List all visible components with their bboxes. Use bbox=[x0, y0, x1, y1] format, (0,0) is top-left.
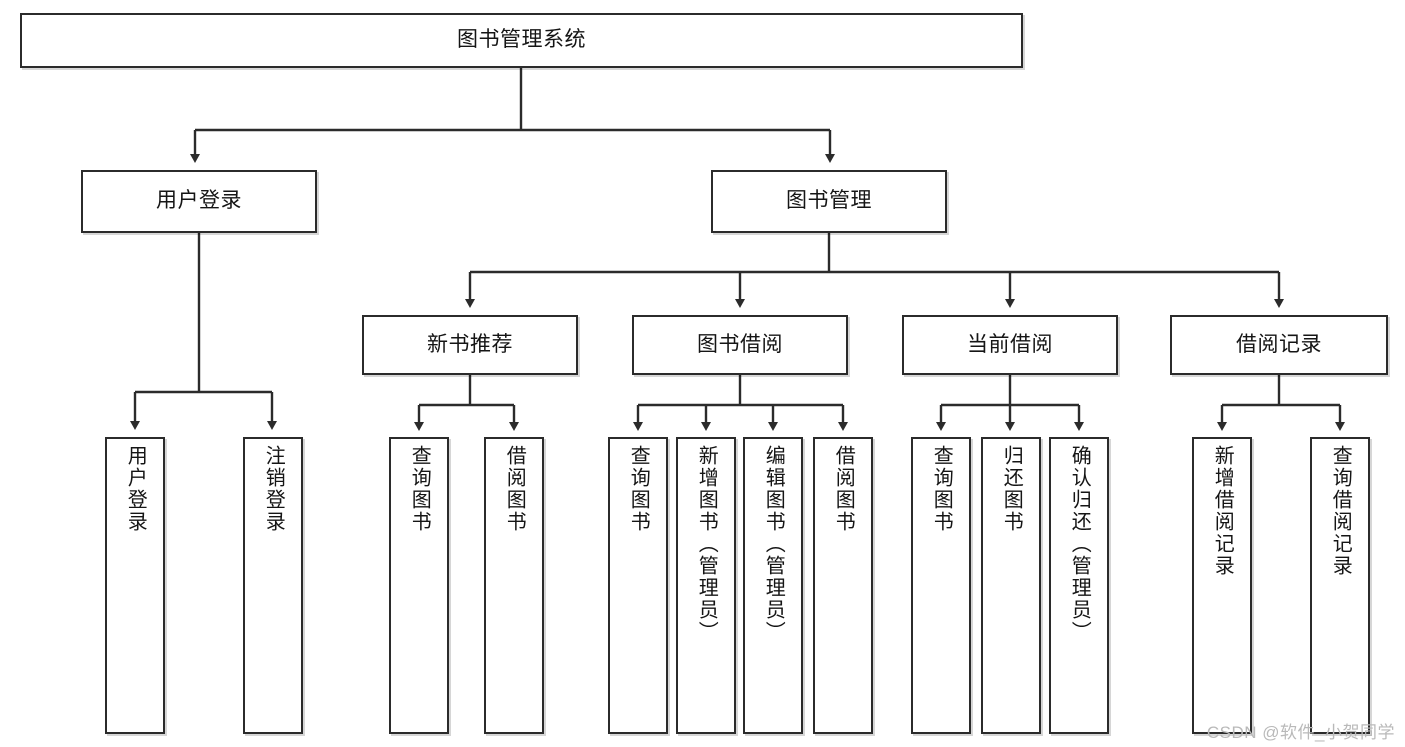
node-user-login[interactable]: 用户登录 bbox=[81, 170, 317, 233]
node-current-borrow[interactable]: 当前借阅 bbox=[902, 315, 1118, 375]
leaf-new-book-query-book[interactable]: 查询图书 bbox=[389, 437, 449, 734]
node-label: 借阅记录 bbox=[1236, 332, 1322, 356]
leaf-book-borrow-add-book-admin[interactable]: 新增图书（管理员） bbox=[676, 437, 736, 734]
leaf-user-login-login[interactable]: 用户登录 bbox=[105, 437, 165, 734]
node-label: 当前借阅 bbox=[967, 332, 1053, 356]
node-label: 用户登录 bbox=[124, 445, 147, 533]
node-label: 新增图书（管理员） bbox=[695, 445, 718, 643]
node-label: 查询借阅记录 bbox=[1329, 445, 1352, 577]
node-label: 查询图书 bbox=[408, 445, 431, 533]
node-new-book-recommend[interactable]: 新书推荐 bbox=[362, 315, 578, 375]
leaf-current-borrow-return-book[interactable]: 归还图书 bbox=[981, 437, 1041, 734]
node-label: 编辑图书（管理员） bbox=[762, 445, 785, 643]
node-label: 确认归还（管理员） bbox=[1068, 445, 1091, 643]
node-label: 借阅图书 bbox=[832, 445, 855, 533]
leaf-borrow-record-add-record[interactable]: 新增借阅记录 bbox=[1192, 437, 1252, 734]
leaf-user-login-logout[interactable]: 注销登录 bbox=[243, 437, 303, 734]
node-label: 归还图书 bbox=[1000, 445, 1023, 533]
node-borrow-record[interactable]: 借阅记录 bbox=[1170, 315, 1388, 375]
node-label: 新增借阅记录 bbox=[1211, 445, 1234, 577]
node-label: 图书借阅 bbox=[697, 332, 783, 356]
leaf-current-borrow-confirm-return-admin[interactable]: 确认归还（管理员） bbox=[1049, 437, 1109, 734]
leaf-borrow-record-query-record[interactable]: 查询借阅记录 bbox=[1310, 437, 1370, 734]
leaf-book-borrow-query-book[interactable]: 查询图书 bbox=[608, 437, 668, 734]
node-book-borrow[interactable]: 图书借阅 bbox=[632, 315, 848, 375]
node-label: 图书管理 bbox=[786, 189, 872, 213]
node-label: 新书推荐 bbox=[427, 332, 513, 356]
node-label: 查询图书 bbox=[930, 445, 953, 533]
node-label: 查询图书 bbox=[627, 445, 650, 533]
node-label: 用户登录 bbox=[156, 189, 242, 213]
leaf-new-book-borrow-book[interactable]: 借阅图书 bbox=[484, 437, 544, 734]
csdn-watermark: CSDN @软件_小贺同学 bbox=[1206, 723, 1395, 742]
node-label: 借阅图书 bbox=[503, 445, 526, 533]
leaf-book-borrow-edit-book-admin[interactable]: 编辑图书（管理员） bbox=[743, 437, 803, 734]
node-label: 图书管理系统 bbox=[457, 28, 586, 52]
leaf-current-borrow-query-book[interactable]: 查询图书 bbox=[911, 437, 971, 734]
leaf-book-borrow-borrow-book[interactable]: 借阅图书 bbox=[813, 437, 873, 734]
node-book-management[interactable]: 图书管理 bbox=[711, 170, 947, 233]
node-label: 注销登录 bbox=[262, 445, 285, 533]
node-root-book-management-system[interactable]: 图书管理系统 bbox=[20, 13, 1023, 68]
